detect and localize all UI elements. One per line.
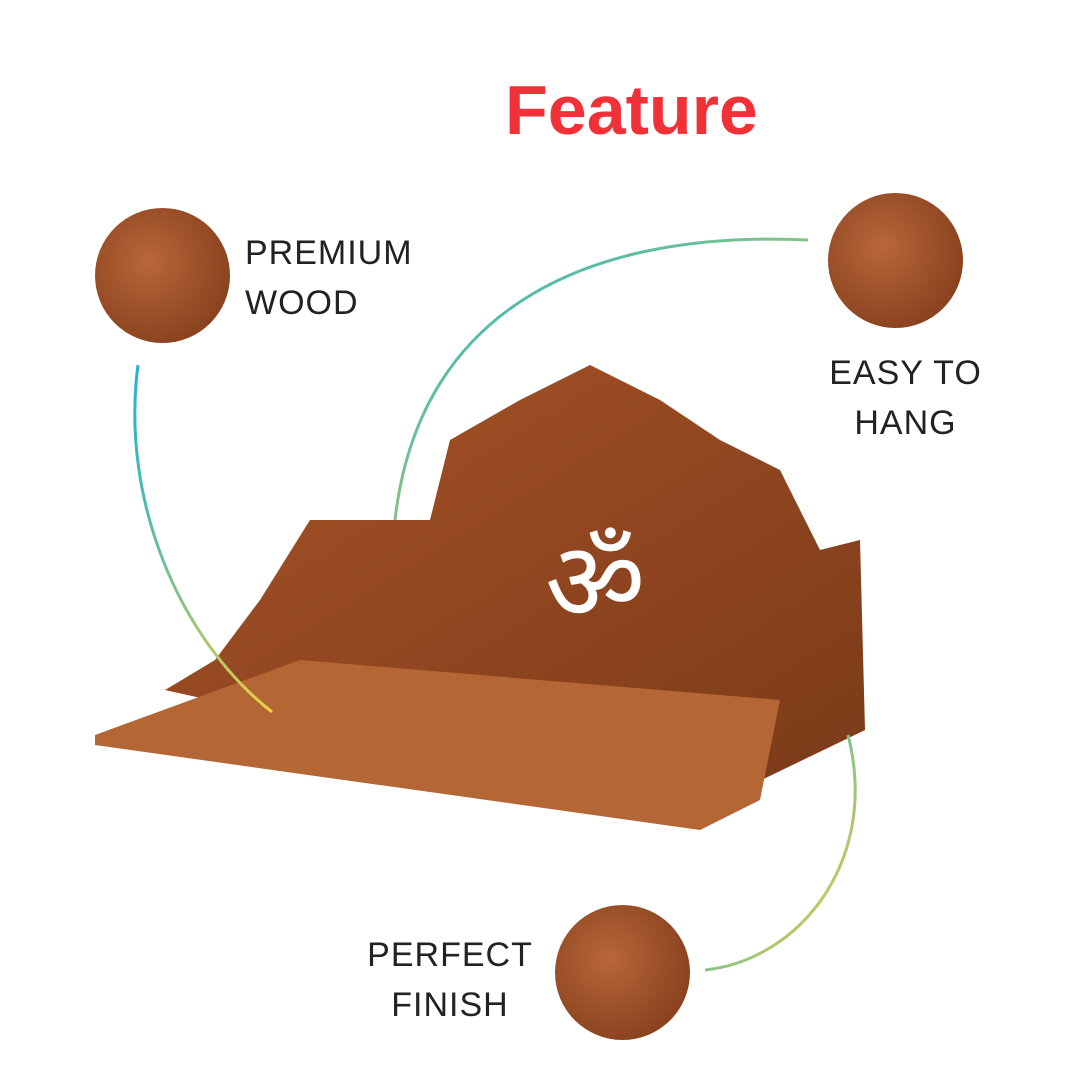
label-line: WOOD: [245, 284, 359, 322]
label-line: PERFECT: [367, 936, 533, 974]
premium-wood-image: [95, 208, 230, 343]
arrow-premium-wood: [133, 364, 273, 714]
label-line: EASY TO: [829, 354, 982, 392]
perfect-finish-label: PERFECT FINISH: [360, 930, 540, 1030]
arrow-perfect-finish: [704, 734, 857, 972]
label-line: HANG: [854, 404, 957, 442]
easy-to-hang-image: [828, 193, 963, 328]
page-title: Feature: [505, 71, 758, 149]
easy-to-hang-label: EASY TO HANG: [818, 348, 993, 448]
om-symbol: ॐ: [545, 518, 645, 646]
label-line: PREMIUM: [245, 234, 413, 272]
shelf-base: [95, 660, 780, 830]
premium-wood-label: PREMIUM WOOD: [245, 228, 413, 328]
arrow-easy-to-hang: [393, 237, 809, 521]
label-line: FINISH: [391, 986, 509, 1024]
perfect-finish-image: [555, 905, 690, 1040]
